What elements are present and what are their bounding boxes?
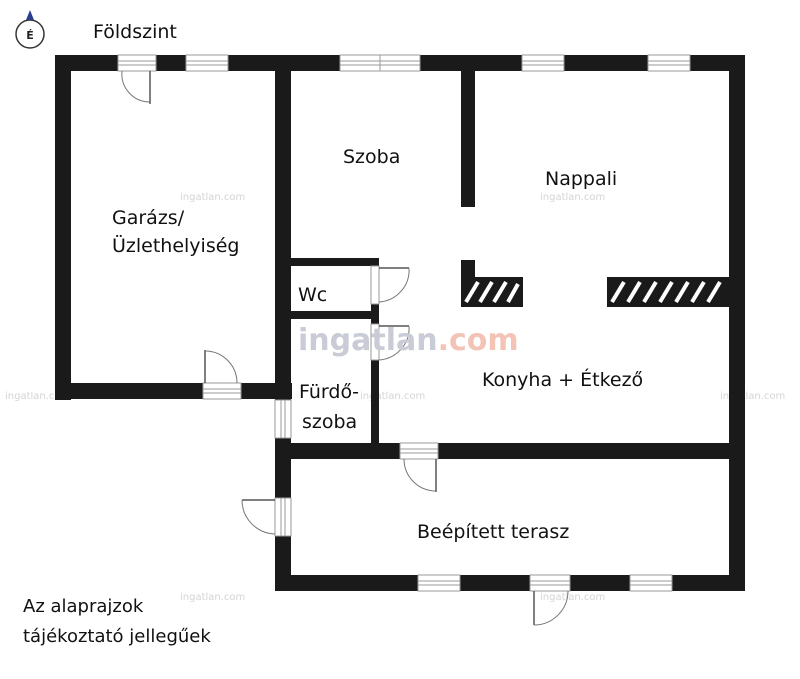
watermark-part1: ingatlan [298, 323, 438, 358]
door [117, 54, 157, 104]
floor-title: Földszint [93, 21, 177, 43]
watermark-logo: ingatlan.com [298, 323, 519, 358]
door [202, 350, 242, 400]
room-label-bath-line1: Fürdő- [299, 381, 359, 403]
note-line1: Az alaprajzok [23, 596, 144, 617]
compass-icon: É [15, 10, 45, 49]
window [185, 54, 229, 72]
room-label-garage-line1: Garázs/ [112, 207, 185, 229]
watermark-small: ingatlan.com [5, 391, 70, 402]
watermark-small: ingatlan.com [180, 192, 245, 203]
small-watermarks: ingatlan.com ingatlan.com ingatlan.com i… [5, 192, 785, 603]
watermark-part2: .com [438, 323, 519, 358]
watermark-small: ingatlan.com [540, 592, 605, 603]
room-label-terrace: Beépített terasz [417, 521, 569, 543]
watermark-small: ingatlan.com [540, 192, 605, 203]
window [417, 574, 461, 592]
room-label-nappali: Nappali [545, 168, 617, 190]
watermark-small: ingatlan.com [360, 391, 425, 402]
kitchen-counter [461, 277, 523, 307]
door [370, 323, 410, 361]
compass-letter: É [26, 29, 34, 42]
door [529, 574, 571, 626]
window [274, 399, 292, 439]
kitchen-counter [607, 277, 729, 307]
note-line2: tájékoztató jellegűek [23, 626, 211, 647]
watermark-small: ingatlan.com [720, 391, 785, 402]
windows [117, 54, 691, 592]
doors [117, 54, 571, 626]
window [647, 54, 691, 72]
window [521, 54, 565, 72]
watermark-small: ingatlan.com [180, 592, 245, 603]
room-label-kitchen: Konyha + Étkező [482, 368, 643, 391]
door [370, 265, 410, 305]
room-label-bath-line2: szoba [302, 411, 357, 433]
window [339, 54, 421, 72]
room-label-szoba: Szoba [343, 146, 400, 168]
svg-text:ingatlan.com: ingatlan.com [298, 323, 519, 358]
room-labels: Garázs/ Üzlethelyiség Szoba Nappali Wc F… [112, 146, 643, 543]
room-label-wc: Wc [298, 284, 327, 306]
door [241, 497, 292, 537]
door [399, 442, 439, 492]
room-label-garage-line2: Üzlethelyiség [112, 234, 239, 257]
window [629, 574, 673, 592]
